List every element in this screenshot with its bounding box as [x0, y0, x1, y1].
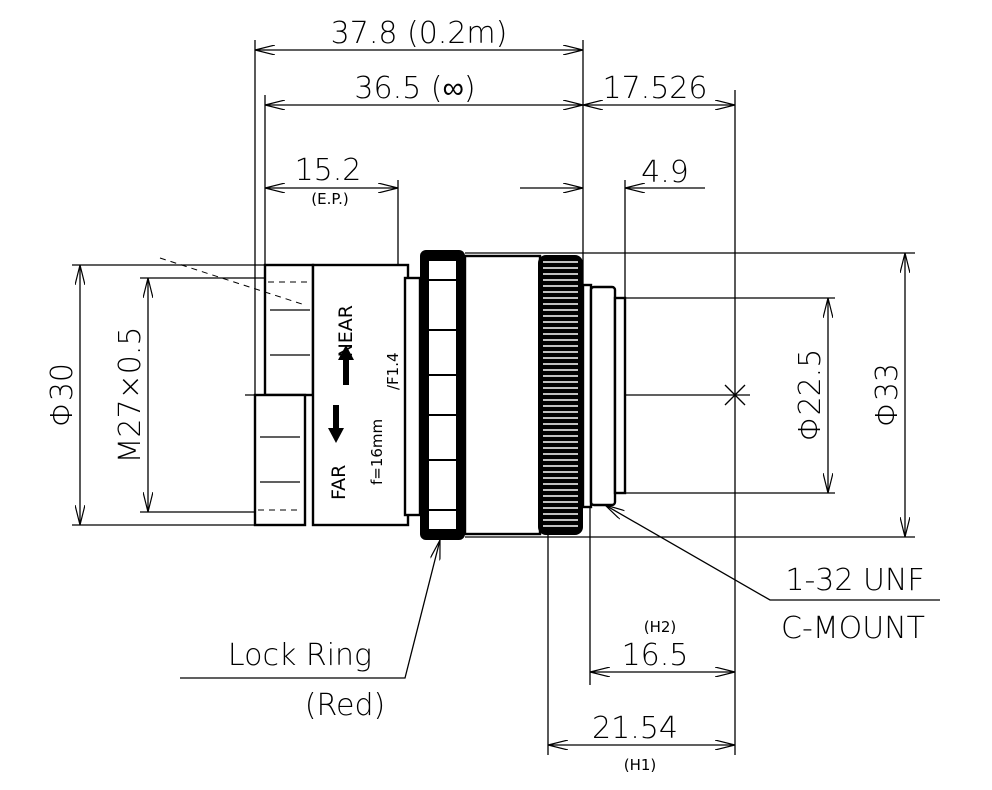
dim-front-diameter: Φ30 — [45, 363, 80, 427]
lock-ring — [420, 250, 465, 540]
c-mount — [581, 283, 627, 509]
front-ring — [159, 257, 315, 527]
dim-max-diameter: Φ33 — [870, 363, 905, 427]
focus-barrel: NEAR FAR f=16mm /F1.4 — [311, 263, 422, 527]
h1-label: (H1) — [624, 756, 657, 774]
knurled-ring — [538, 255, 583, 535]
mount-type-callout: C-MOUNT — [781, 611, 925, 646]
dim-overall-inf: 36.5 (∞) — [354, 71, 475, 106]
dimension-lines — [80, 50, 940, 745]
dim-mount-length: 4.9 — [641, 155, 689, 190]
arrow-up-icon — [338, 345, 354, 385]
mount-thread-callout: 1-32 UNF — [785, 563, 924, 598]
lock-ring-color: (Red) — [305, 688, 385, 723]
dim-filter-thread: M27×0.5 — [113, 327, 148, 464]
dim-overall-near: 37.8 (0.2m) — [331, 16, 508, 51]
lens-body — [463, 254, 542, 536]
far-label: FAR — [328, 465, 350, 500]
arrow-down-icon — [328, 405, 344, 443]
dim-mount-diameter: Φ22.5 — [793, 349, 828, 442]
aperture-label: /F1.4 — [384, 352, 402, 390]
dim-back-focus: 17.526 — [603, 71, 708, 106]
dim-h1: 21.54 — [592, 711, 678, 746]
dim-entrance-pupil: 15.2 — [295, 153, 362, 188]
ep-note: (E.P.) — [311, 190, 348, 208]
h2-label: (H2) — [644, 618, 677, 636]
lock-ring-callout: Lock Ring — [228, 638, 372, 673]
dim-h2: 16.5 — [622, 638, 689, 673]
extension-lines — [72, 40, 915, 755]
focal-length-label: f=16mm — [368, 419, 386, 485]
near-label: NEAR — [335, 305, 357, 357]
